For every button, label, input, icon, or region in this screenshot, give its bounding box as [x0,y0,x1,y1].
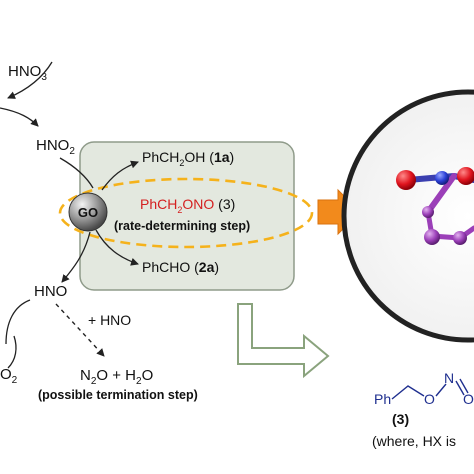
go-top-arrow [101,160,139,191]
curved-arrow-icon [7,61,53,99]
hollow-bent-arrow-icon [237,303,330,379]
carbon-atom-icon [453,231,467,245]
o2-fragment: O2 [0,366,18,386]
hno2-label: HNO2 [36,137,75,157]
structure-bond [435,383,447,397]
left-arc [5,299,31,345]
plus-hno-label: + HNO [88,312,131,328]
rate-determining-label: (rate-determining step) [114,219,250,233]
n2o-h2o-label: N2O + H2O [80,367,153,387]
structure-ph: Ph [374,391,391,407]
nitrogen-atom-icon [435,171,449,185]
structure-o: O [424,391,435,407]
zoom-circle [341,89,474,343]
termination-label: (possible termination step) [38,388,198,402]
structure-bonds [391,385,425,400]
where-text: (where, HX is [372,433,456,449]
hno-label: HNO [34,283,67,300]
cycle-arc [0,107,39,127]
go-sphere-icon [68,192,108,232]
go-bottom-arrow [95,229,139,266]
dashed-ellipse [58,177,314,249]
hno3-label: HNO3 [8,63,47,83]
phcho-label: PhCHO (2a) [142,259,219,275]
carbon-atom-icon [424,229,440,245]
go-to-hno-arrow [61,231,91,283]
hno2-to-go-arrow [59,157,94,189]
oxygen-atom-icon [396,170,416,190]
structure-n: N [444,370,454,386]
phch2ono-label: PhCH2ONO (3) [140,196,235,215]
carbon-atom-icon [422,206,434,218]
bond [425,173,457,215]
structure-double-bond [459,378,469,394]
oxygen-atom-icon [457,167,474,185]
left-arc-lower [7,335,17,369]
go-label: GO [78,205,98,220]
termination-dashed-arrow [55,303,105,357]
phch2oh-label: PhCH2OH (1a) [142,149,234,168]
structure-o2: O [463,391,474,407]
structure-number: (3) [392,411,409,427]
structure-double-bond [455,380,465,396]
